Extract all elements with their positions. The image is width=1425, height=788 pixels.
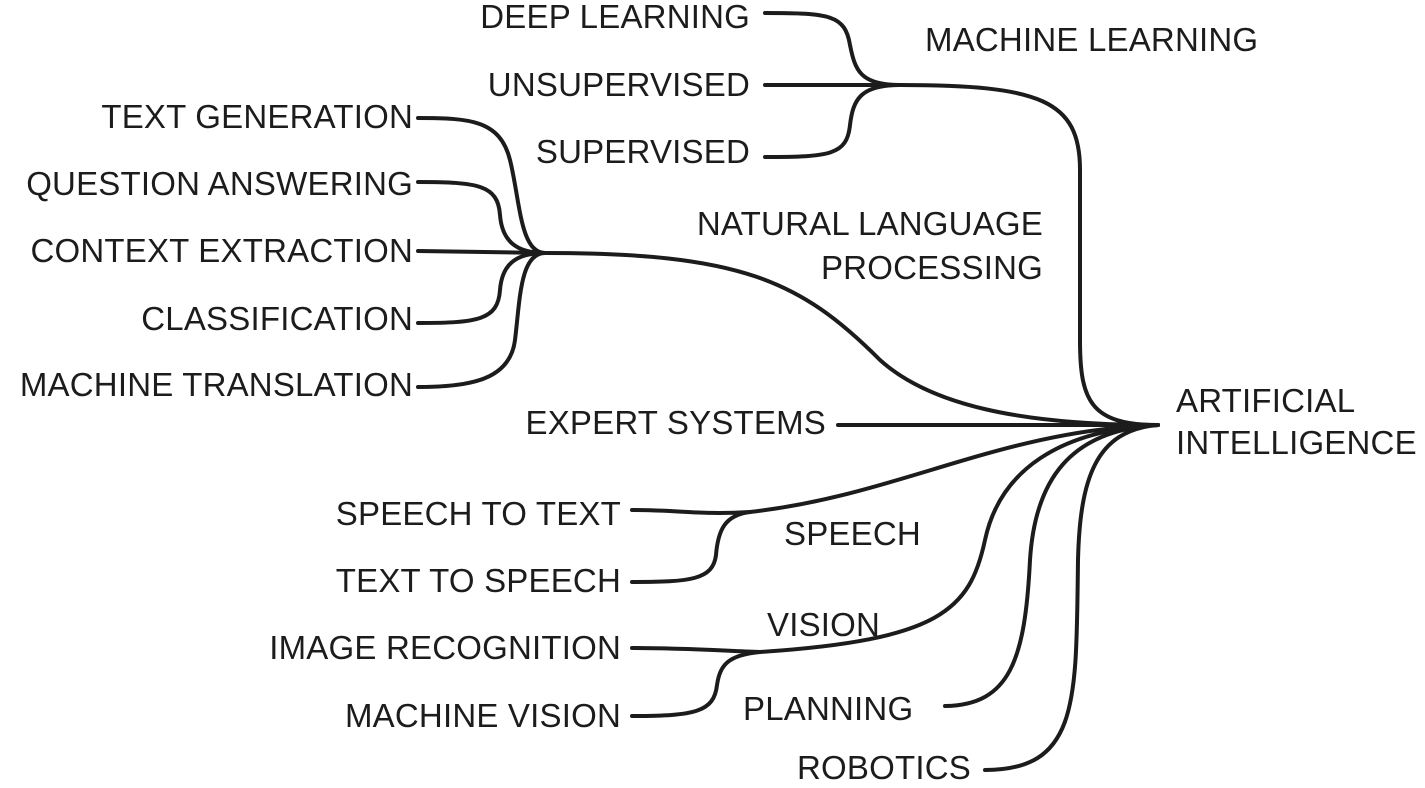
edge-vision-to-image-recognition (630, 646, 762, 654)
node-deep-learning: DEEP LEARNING (480, 0, 750, 35)
edge-nlp-to-machine-translation (416, 251, 547, 389)
node-image-recognition: IMAGE RECOGNITION (269, 629, 621, 666)
node-unsupervised: UNSUPERVISED (487, 66, 750, 103)
node-nlp-line2: PROCESSING (820, 249, 1043, 286)
edge-ai-to-robotics (983, 423, 1160, 772)
edge-nlp-to-context-extraction (416, 249, 547, 255)
edge-speech-to-text-to-speech (630, 510, 752, 584)
node-planning: PLANNING (743, 690, 914, 727)
node-text-generation: TEXT GENERATION (101, 98, 413, 135)
edge-nlp-to-classification (416, 251, 547, 325)
node-vision: VISION (767, 606, 881, 643)
edge-speech-to-speech-to-text (630, 508, 752, 515)
node-natural-language-processing: NATURAL LANGUAGE PROCESSING (697, 204, 1043, 288)
edge-nlp-to-question-answering (416, 180, 547, 255)
node-machine-learning: MACHINE LEARNING (925, 21, 1259, 58)
node-ai-line2: INTELLIGENCE (1176, 424, 1417, 461)
edge-ai-to-nlp (543, 251, 1160, 427)
node-machine-translation: MACHINE TRANSLATION (19, 366, 413, 403)
node-supervised: SUPERVISED (535, 133, 750, 170)
edge-ai-to-speech (748, 423, 1160, 514)
edge-nlp-to-text-generation (416, 116, 547, 255)
node-text-to-speech: TEXT TO SPEECH (335, 562, 621, 599)
edge-ml-to-deep-learning (763, 11, 902, 87)
node-machine-vision: MACHINE VISION (344, 697, 621, 734)
node-context-extraction: CONTEXT EXTRACTION (30, 232, 413, 269)
node-speech-to-text: SPEECH TO TEXT (335, 495, 621, 532)
node-speech: SPEECH (784, 515, 921, 552)
node-expert-systems: EXPERT SYSTEMS (525, 404, 826, 441)
node-classification: CLASSIFICATION (141, 300, 413, 337)
edge-vision-to-machine-vision (630, 650, 762, 718)
edge-ai-to-machine-learning (898, 83, 1160, 427)
node-artificial-intelligence: ARTIFICIAL INTELLIGENCE (1176, 381, 1417, 463)
node-robotics: ROBOTICS (797, 749, 971, 786)
edge-ai-to-planning (943, 423, 1160, 708)
node-question-answering: QUESTION ANSWERING (26, 165, 413, 202)
edge-ai-to-vision (758, 423, 1160, 654)
node-nlp-line1: NATURAL LANGUAGE (696, 205, 1043, 242)
edge-ml-to-supervised (763, 83, 902, 159)
node-ai-line1: ARTIFICIAL (1176, 382, 1356, 419)
